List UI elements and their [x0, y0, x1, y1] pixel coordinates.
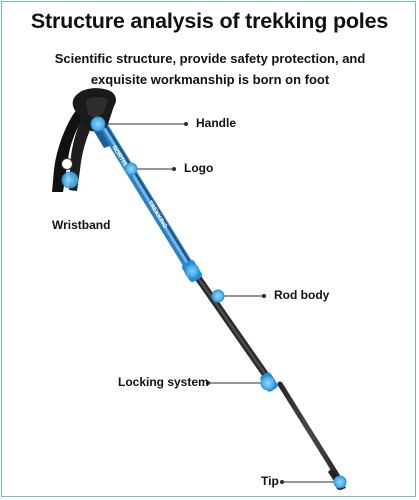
- upper-lock-marker: [184, 263, 200, 279]
- tip-marker: [333, 475, 347, 489]
- subtitle: Scientific structure, provide safety pro…: [54, 51, 366, 87]
- label-handle: Handle: [196, 116, 237, 130]
- label-logo: Logo: [184, 161, 214, 175]
- locking-system-marker: [260, 375, 276, 391]
- label-wristband: Wristband: [52, 218, 111, 232]
- label-locking-system: Locking system: [118, 375, 209, 389]
- pole-brand-text-2: TREKKING: [146, 200, 168, 230]
- rod-body-marker: [211, 289, 225, 303]
- label-tip: Tip: [261, 474, 279, 488]
- handle-marker: [90, 116, 106, 132]
- page-title: Structure analysis of trekking poles: [30, 9, 389, 33]
- wristband-marker: [61, 171, 79, 189]
- logo-marker: [124, 162, 138, 176]
- label-rod-body: Rod body: [274, 288, 330, 302]
